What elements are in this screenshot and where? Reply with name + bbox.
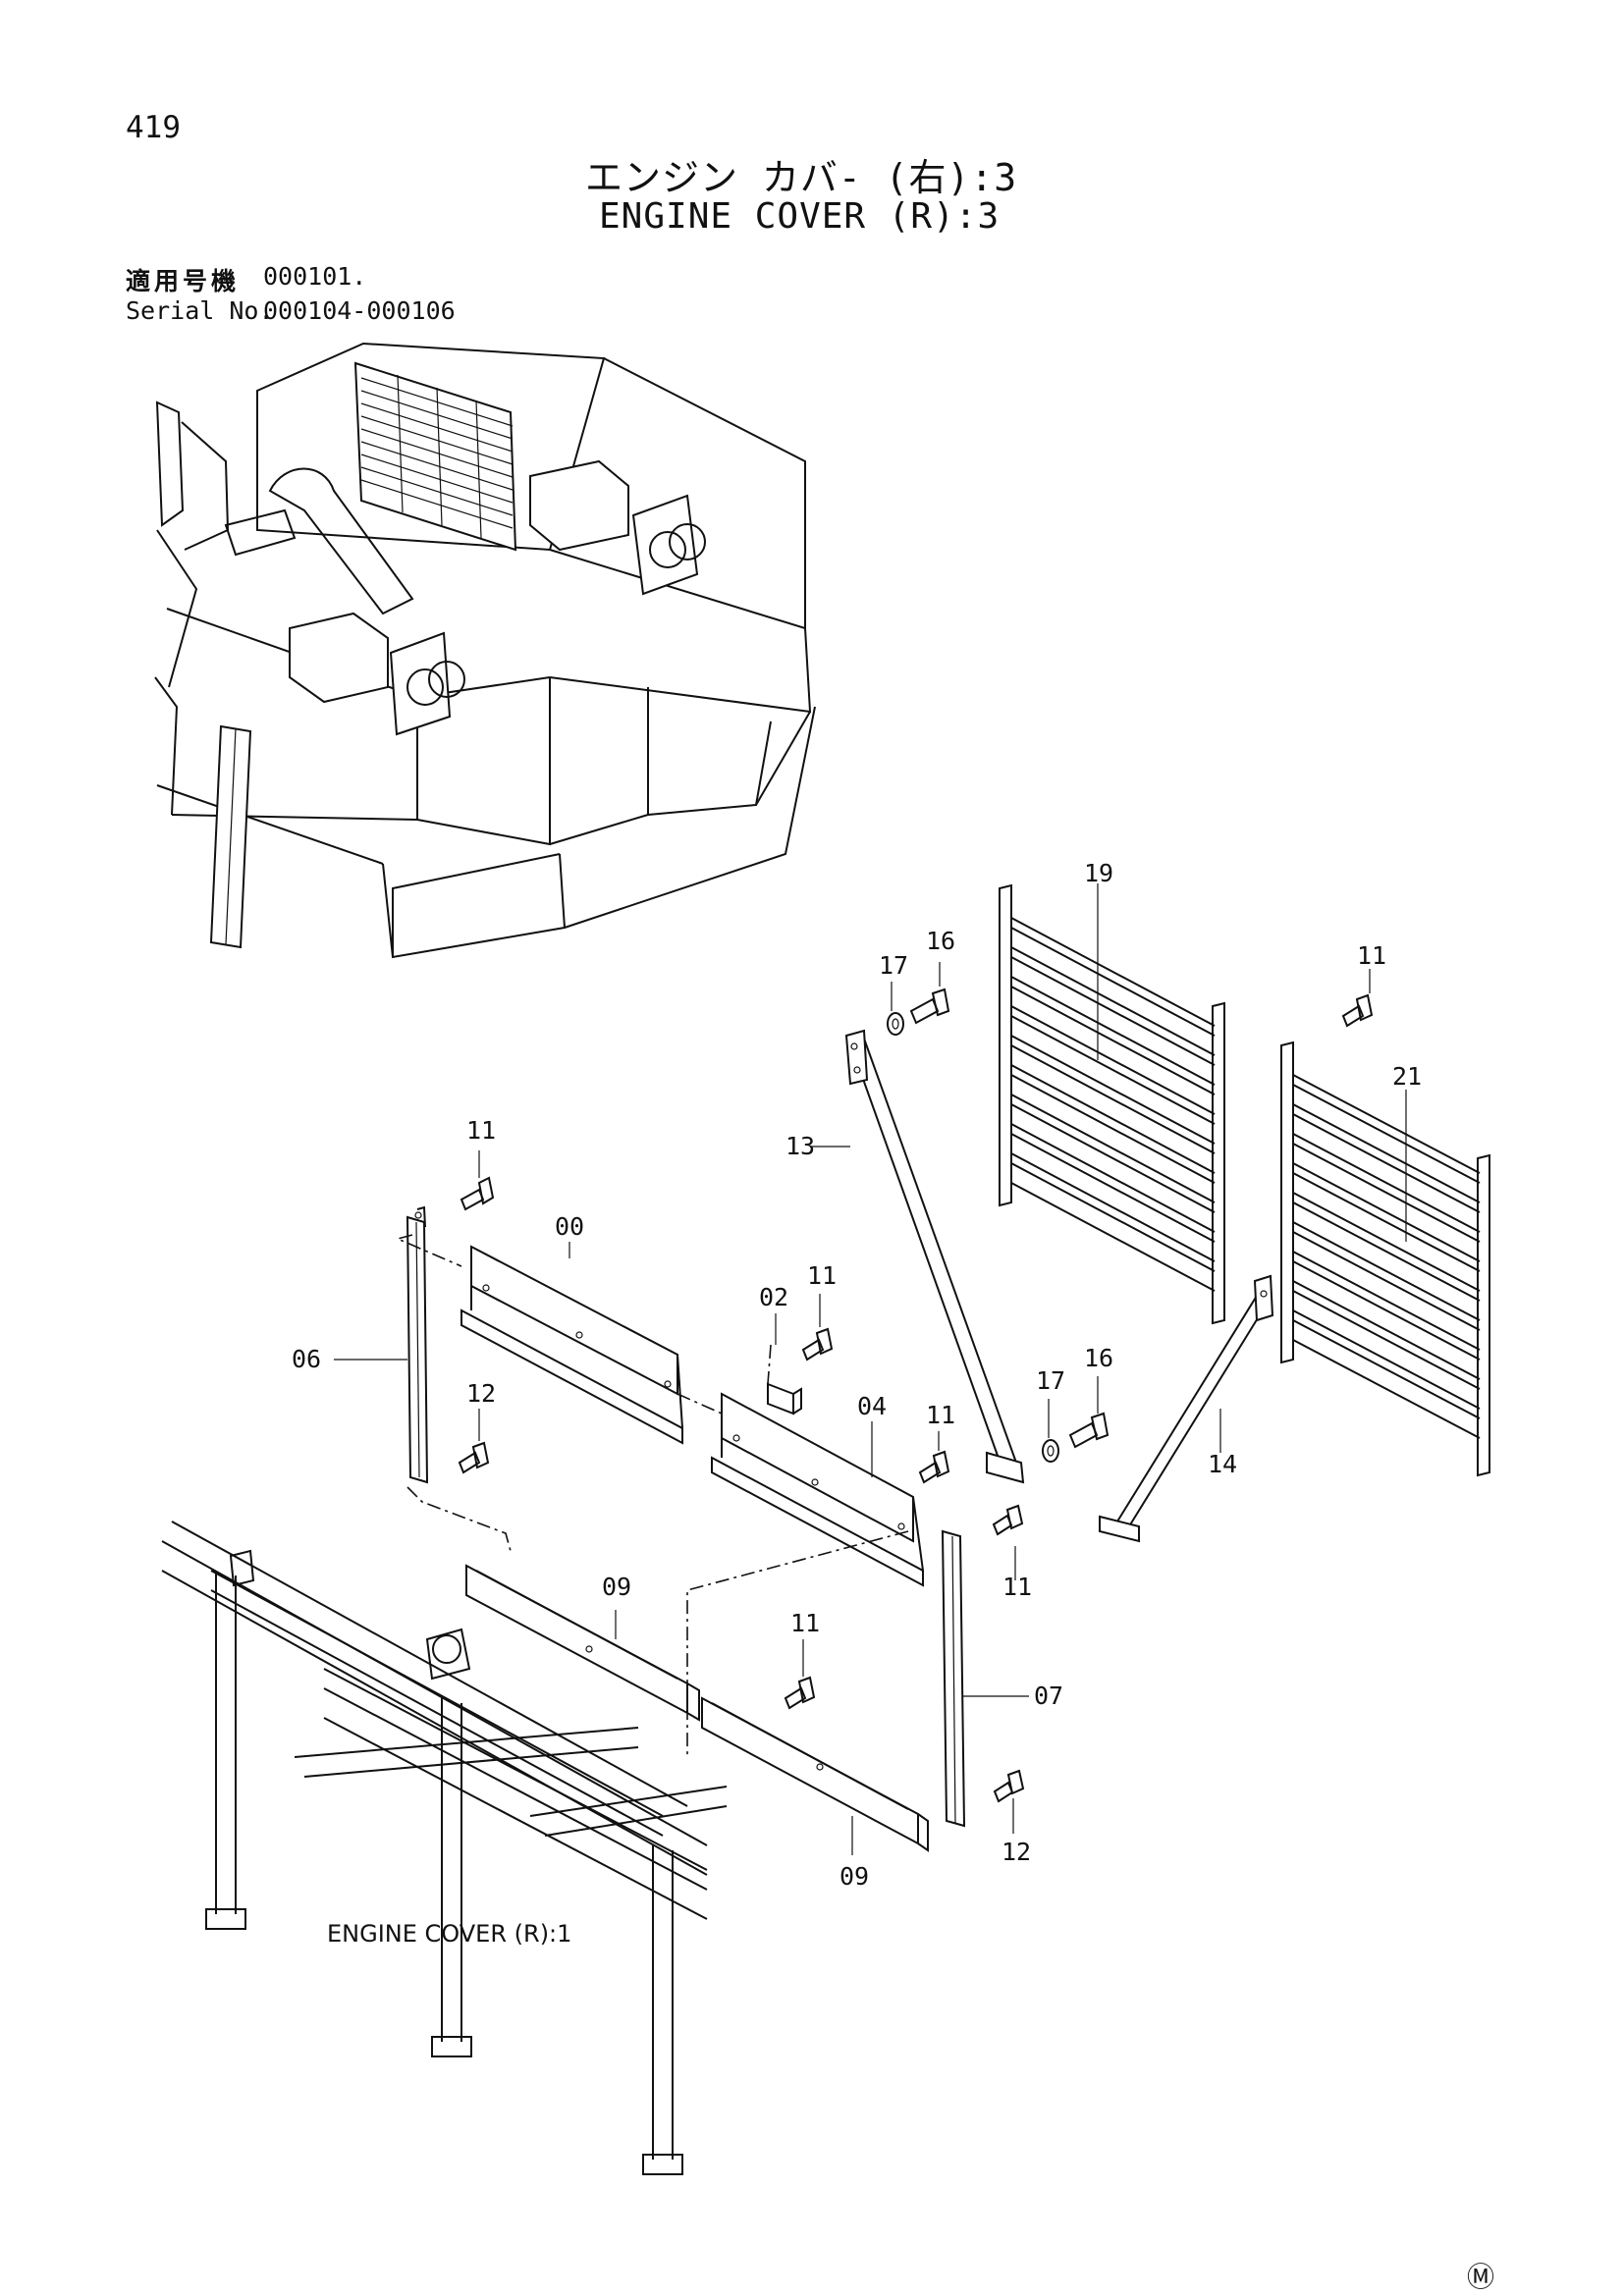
part-14-stay [1099,1274,1274,1543]
callout-11: 11 [790,1609,820,1637]
callout-11: 11 [926,1401,955,1429]
callout-11: 11 [1002,1573,1032,1601]
engine-cover-r1-frame [161,1521,728,2175]
callout-19: 19 [1084,859,1113,887]
serial-value: 000104-000106 [263,296,456,325]
callout-12: 12 [466,1379,496,1408]
callout-16: 16 [926,927,955,955]
callout-09: 09 [602,1573,631,1601]
callout-21: 21 [1392,1062,1422,1091]
part-07-right-post [941,1529,966,1828]
subassembly-reference-label: ENGINE COVER (R):1 [327,1920,571,1948]
callout-12: 12 [1001,1838,1031,1866]
machine-overview-illustration [154,342,816,959]
part-19-louver-panel [999,883,1225,1325]
part-04-cover-plate [711,1392,924,1587]
callout-13: 13 [785,1132,815,1160]
callout-17: 17 [879,951,908,980]
page-title-jp: エンジン カバ- (右):3 [585,156,1018,199]
page-number: 419 [126,110,181,145]
callout-09: 09 [839,1862,869,1891]
part-06-left-post [406,1205,429,1484]
applicability-value: 000101. [263,262,367,291]
callout-11: 11 [807,1261,837,1290]
bolt-fasteners [458,988,1374,1803]
callout-00: 00 [555,1212,584,1241]
part-21-louver-panel [1280,1041,1490,1477]
callout-11: 11 [1357,941,1386,970]
callout-06: 06 [292,1345,321,1373]
part-00-cover-plate [460,1245,683,1445]
callout-07: 07 [1034,1682,1063,1710]
leader-lines [334,883,1407,1855]
callout-04: 04 [857,1392,887,1420]
applicability-label: 適用号機 [126,267,241,295]
callout-16: 16 [1084,1344,1113,1372]
serial-label: Serial No. [126,296,274,325]
callout-02: 02 [759,1283,788,1311]
callout-14: 14 [1208,1450,1237,1478]
part-09-rail-lower [701,1696,929,1852]
callout-11: 11 [466,1116,496,1145]
part-02-bracket [767,1382,802,1415]
m-marker: Ⓜ [1467,2261,1495,2293]
callout-17: 17 [1036,1366,1065,1395]
part-09-rail-upper [465,1564,700,1722]
part-13-stay [844,1029,1025,1484]
page-title-en: ENGINE COVER (R):3 [599,196,1001,237]
